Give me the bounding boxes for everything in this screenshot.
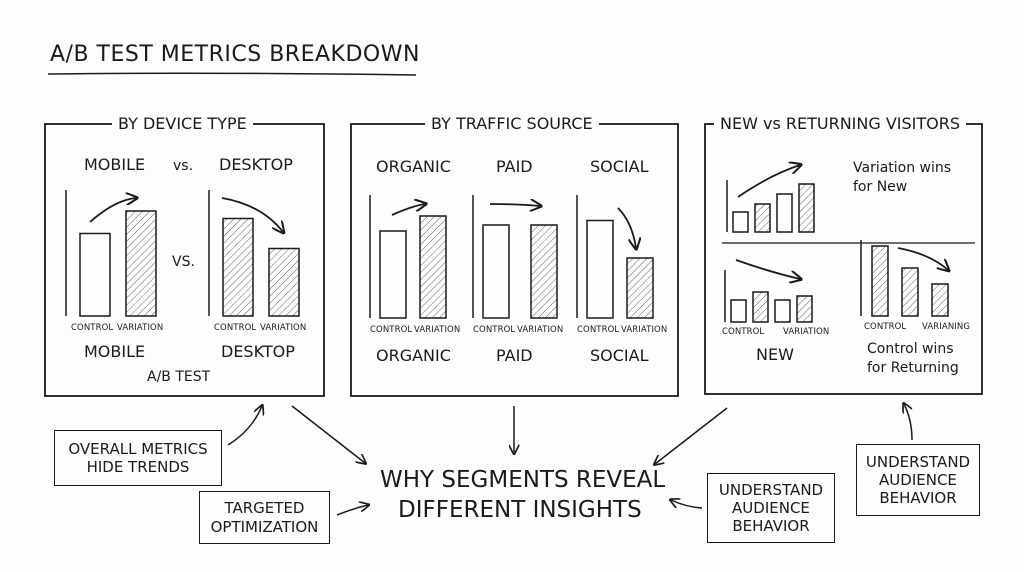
new-trend-bar-2 <box>776 193 793 233</box>
device-mid-vs: VS. <box>172 254 195 270</box>
note-returning-line1: Control wins <box>867 341 954 357</box>
panel-device-title: BY DEVICE TYPE <box>112 116 253 132</box>
arrow-understand-to-visitors <box>904 404 913 441</box>
new-tick-control: CONTROL <box>722 327 765 337</box>
device-bottom-desktop: DESKTOP <box>221 342 295 361</box>
note-understand1-line1: UNDERSTAND <box>718 480 824 499</box>
arrow-targeted-to-center <box>336 505 368 516</box>
social-bar-0 <box>586 219 614 319</box>
organic-bar-1 <box>419 215 447 319</box>
new-trend-bar-1 <box>754 203 771 233</box>
panel-visitors-title: NEW vs RETURNING VISITORS <box>714 116 967 132</box>
returning-trend-arrow <box>897 247 948 270</box>
device-footer: A/B TEST <box>147 369 211 385</box>
social-trend-arrow <box>617 207 636 248</box>
note-understand1-line3: BEHAVIOR <box>732 517 810 536</box>
mobile-trend-arrow <box>89 198 136 223</box>
note-overall-line2: HIDE TRENDS <box>86 458 190 476</box>
label-new: NEW <box>756 345 794 364</box>
traffic-bottom-paid: PAID <box>496 346 533 365</box>
organic-trend-arrow <box>391 204 425 216</box>
new-trend-bar-0 <box>732 211 749 233</box>
traffic-top-paid: PAID <box>496 157 533 176</box>
note-targeted-line1: TARGETED <box>224 499 305 518</box>
new-trend-trend-arrow <box>737 165 800 198</box>
returning-tick-varianing: VARIANING <box>922 322 971 332</box>
device-top-vs: vs. <box>173 158 194 174</box>
desktop-trend-arrow <box>221 197 283 232</box>
social-bar-1 <box>626 257 654 319</box>
note-overall-line1: OVERALL METRICS <box>68 439 208 458</box>
new-tick-variation: VARIATION <box>783 327 830 337</box>
new-bar-0 <box>730 299 747 323</box>
paid-bar-0 <box>482 224 510 319</box>
mobile-tick-variation: VARIATION <box>117 323 164 333</box>
new-trend-arrow <box>735 259 800 279</box>
organic-tick-variation: VARIATION <box>414 325 461 335</box>
center-line2: DIFFERENT INSIGHTS <box>398 497 642 523</box>
mobile-bar-0 <box>79 232 111 317</box>
panel-traffic-title: BY TRAFFIC SOURCE <box>425 116 599 132</box>
arrow-understand-to-center <box>671 500 703 509</box>
returning-bar-1 <box>901 267 919 317</box>
new-bar-2 <box>774 299 791 323</box>
page-title: A/B TEST METRICS BREAKDOWN <box>50 42 420 67</box>
traffic-top-organic: ORGANIC <box>376 157 451 176</box>
traffic-bottom-organic: ORGANIC <box>376 346 451 365</box>
organic-bar-0 <box>379 230 407 319</box>
desktop-tick-variation: VARIATION <box>260 323 307 333</box>
note-targeted-line2: OPTIMIZATION <box>210 517 319 536</box>
traffic-top-social: SOCIAL <box>590 157 649 176</box>
paid-trend-arrow <box>489 204 540 206</box>
desktop-bar-1 <box>268 247 300 317</box>
paid-bar-1 <box>530 224 558 319</box>
social-tick-variation: VARIATION <box>621 325 668 335</box>
title-underline <box>47 72 417 76</box>
note-new-line1: Variation wins <box>853 160 952 176</box>
new-bar-1 <box>752 291 769 323</box>
mobile-bar-1 <box>125 210 157 317</box>
social-tick-control: CONTROL <box>577 325 620 335</box>
note-understand2-line3: BEHAVIOR <box>879 489 957 508</box>
desktop-tick-control: CONTROL <box>214 323 257 333</box>
note-understand2-line2: AUDIENCE <box>879 470 957 489</box>
note-understand1-line2: AUDIENCE <box>732 498 810 517</box>
arrow-visitors-to-center <box>655 407 728 464</box>
returning-bar-0 <box>871 245 889 317</box>
returning-tick-control: CONTROL <box>864 322 907 332</box>
device-top-desktop: DESKTOP <box>219 155 293 174</box>
paid-tick-variation: VARIATION <box>517 325 564 335</box>
traffic-bottom-social: SOCIAL <box>590 346 649 365</box>
desktop-bar-0 <box>222 217 254 317</box>
arrow-device-to-center <box>291 405 365 463</box>
arrow-overall-to-device <box>227 406 262 446</box>
organic-tick-control: CONTROL <box>370 325 413 335</box>
note-new-line2: for New <box>853 179 908 195</box>
note-understand2-line1: UNDERSTAND <box>865 452 971 471</box>
center-line1: WHY SEGMENTS REVEAL <box>380 467 666 493</box>
device-top-mobile: MOBILE <box>84 155 146 174</box>
paid-tick-control: CONTROL <box>473 325 516 335</box>
returning-bar-2 <box>931 283 949 317</box>
device-bottom-mobile: MOBILE <box>84 342 146 361</box>
new-bar-3 <box>796 295 813 323</box>
mobile-tick-control: CONTROL <box>71 323 114 333</box>
new-trend-bar-3 <box>798 183 815 233</box>
note-returning-line2: for Returning <box>867 360 959 376</box>
